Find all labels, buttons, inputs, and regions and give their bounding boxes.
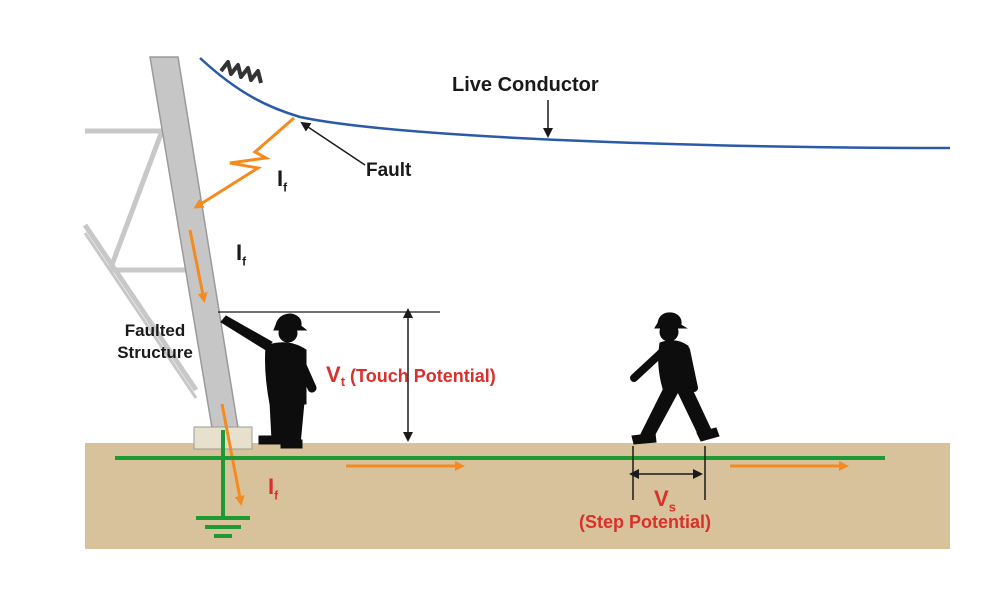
fault-current-path xyxy=(193,116,295,209)
fault-pointer-arrow xyxy=(300,121,366,166)
fault-current-label-2: If xyxy=(236,240,247,269)
fault-label: Fault xyxy=(366,160,412,181)
walking-worker-silhouette-icon xyxy=(630,312,720,445)
live-conductor-label: Live Conductor xyxy=(452,74,599,96)
live-conductor-line xyxy=(199,57,951,150)
fault-current-label-1: If xyxy=(277,166,288,195)
tower-lattice xyxy=(82,128,199,399)
earth-current-arrow xyxy=(220,403,245,506)
tower-current-arrow xyxy=(188,229,208,303)
step-potential-symbol: Vs xyxy=(654,486,676,515)
touch-potential-label: Vt (Touch Potential) xyxy=(326,362,496,390)
earth-current-label: If xyxy=(268,474,279,503)
soil-ground xyxy=(85,443,950,549)
worker-silhouette-icon xyxy=(220,313,317,449)
faulted-structure-label: Faulted Structure xyxy=(117,321,193,362)
step-potential-label: (Step Potential) xyxy=(579,512,712,532)
insulator-icon xyxy=(219,60,263,84)
earth-ground-icon xyxy=(196,516,250,538)
